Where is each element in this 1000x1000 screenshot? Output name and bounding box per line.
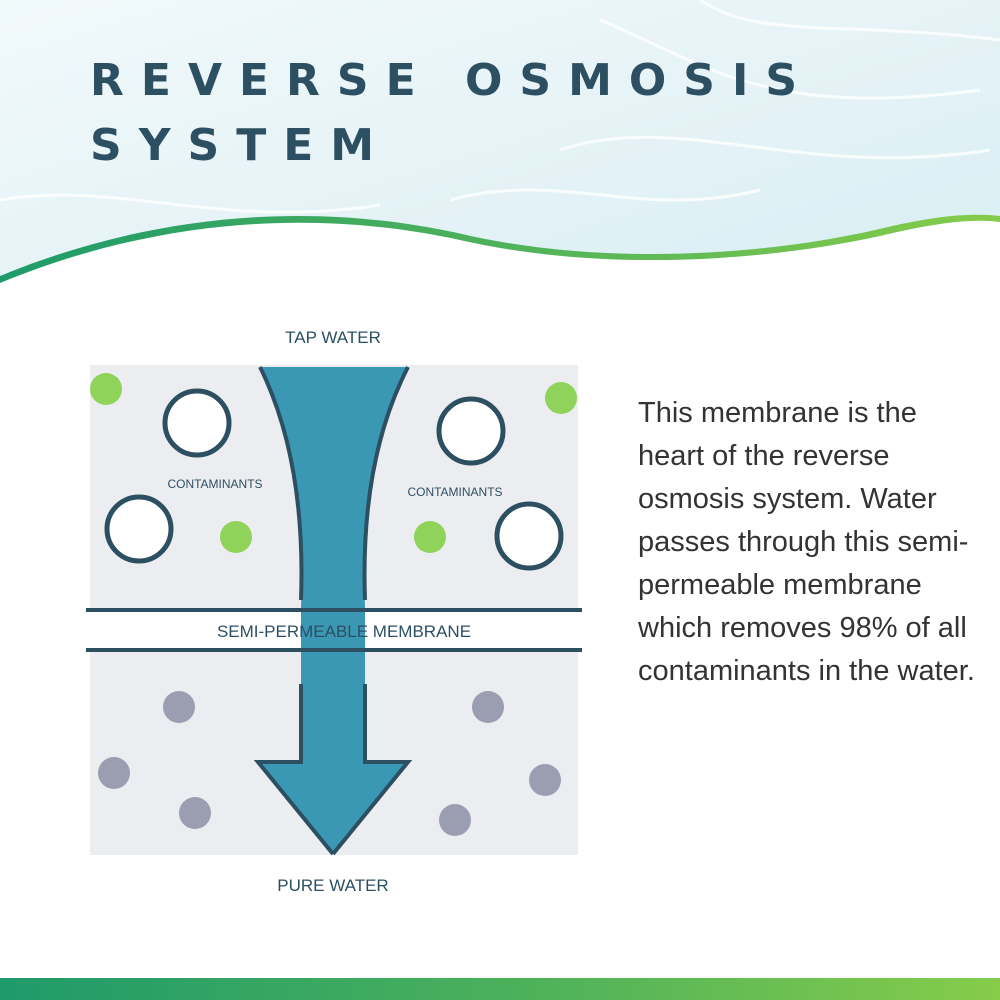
membrane-label: SEMI-PERMEABLE MEMBRANE (217, 622, 471, 641)
contaminants-label-right: CONTAMINANTS (407, 485, 502, 499)
gray-molecule (472, 691, 504, 723)
description-text: This membrane is the heart of the revers… (638, 397, 975, 687)
gray-molecule (179, 797, 211, 829)
green-wave (0, 214, 1000, 283)
tap-water-label: TAP WATER (285, 328, 381, 347)
gray-molecule (98, 757, 130, 789)
white-lower-area (0, 220, 1000, 300)
contaminants-label-left: CONTAMINANTS (167, 477, 262, 491)
gray-molecule (163, 691, 195, 723)
green-particle (545, 382, 577, 414)
green-particle (220, 521, 252, 553)
arrow-outline-left (253, 684, 335, 856)
large-contaminant (436, 396, 506, 466)
funnel-left-edge (258, 366, 304, 601)
gray-molecule (529, 764, 561, 796)
green-particle (414, 521, 446, 553)
footer-gradient-bar (0, 978, 1000, 1000)
page-title-line-1: REVERSE OSMOSIS (90, 55, 815, 106)
pure-water-arrow (258, 652, 408, 854)
large-contaminant (104, 494, 174, 564)
reverse-osmosis-diagram: TAP WATER PURE WATER SEMI-PERMEABLE MEMB… (86, 328, 582, 895)
tap-water-funnel (260, 367, 408, 608)
water-ripples (0, 0, 1000, 214)
header-water-background (0, 0, 1000, 300)
page-title-line-2: SYSTEM (90, 120, 392, 171)
gray-molecule (439, 804, 471, 836)
pure-water-label: PURE WATER (277, 876, 388, 895)
arrow-shaft-through-membrane (301, 612, 365, 648)
large-contaminant (494, 501, 564, 571)
large-contaminant (162, 388, 232, 458)
funnel-right-edge (362, 366, 410, 601)
green-particle (90, 373, 122, 405)
arrow-outline-right (331, 684, 413, 856)
